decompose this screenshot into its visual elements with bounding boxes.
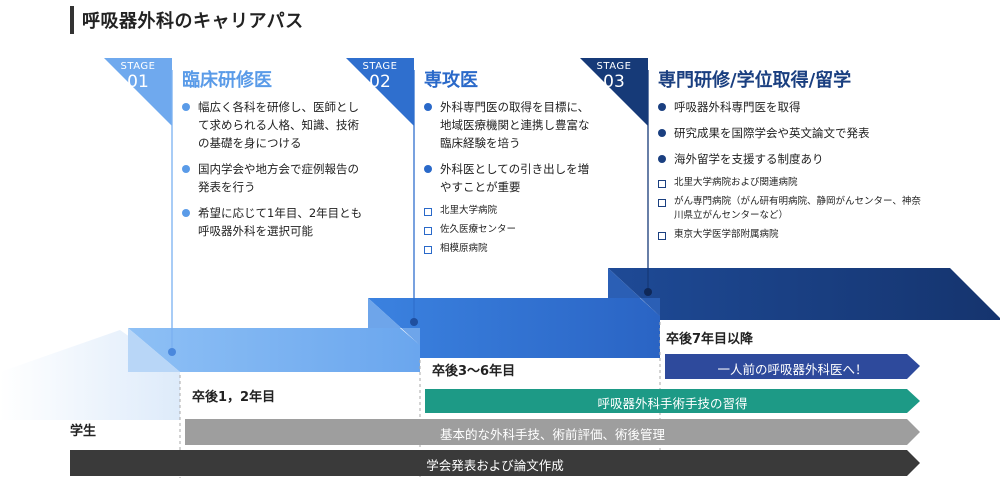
stage-1-triangle: [104, 58, 172, 126]
stage-3-name: 専門研修/学位取得/留学: [658, 70, 852, 91]
stage-1-item: 希望に応じて1年目、2年目とも呼吸器外科を選択可能: [180, 204, 368, 240]
arrow-1-label: 一人前の呼吸器外科医へ！: [717, 362, 868, 377]
stage-item-text: 外科医としての引き出しを増やすことが重要: [440, 162, 590, 194]
stage-3-item: 研究成果を国際学会や英文論文で発表: [656, 124, 926, 142]
stage-item-text: 北里大学病院および関連病院: [674, 177, 798, 188]
title-accent-bar: [70, 6, 74, 34]
stage-3-item: がん専門病院（がん研有明病院、静岡がんセンター、神奈川県立がんセンターなど）: [656, 195, 926, 223]
stage-3-badge: STAGE 03: [588, 62, 640, 91]
arrow-2-label: 呼吸器外科手術手技の習得: [597, 396, 748, 411]
step-2-top: [368, 298, 660, 358]
stage-3-badge-number: 03: [603, 72, 625, 92]
stage-2-item: 相模原病院: [422, 242, 600, 256]
stage-item-text: 研究成果を国際学会や英文論文で発表: [674, 126, 870, 140]
stage-1-item: 国内学会や地方会で症例報告の発表を行う: [180, 160, 368, 196]
period-3-label: 卒後7年目以降: [660, 326, 760, 349]
stage-item-text: 幅広く各科を研修し、医師として求められる人格、知識、技術の基礎を身につける: [198, 100, 359, 150]
stage-1-badge-label: STAGE: [120, 61, 156, 72]
stage-item-text: がん専門病院（がん研有明病院、静岡がんセンター、神奈川県立がんセンターなど）: [674, 196, 921, 221]
square-bullet-icon: [424, 208, 432, 216]
dot-bullet-icon: [424, 165, 432, 173]
dot-bullet-icon: [658, 103, 666, 111]
stage-item-text: 外科専門医の取得を目標に、地域医療機関と連携し豊富な臨床経験を培う: [440, 100, 590, 150]
stage-2-badge-number: 02: [369, 72, 391, 92]
stage-2-item: 外科専門医の取得を目標に、地域医療機関と連携し豊富な臨床経験を培う: [422, 98, 600, 152]
square-bullet-icon: [424, 246, 432, 254]
page-title: 呼吸器外科のキャリアパス: [82, 11, 304, 32]
dot-bullet-icon: [658, 155, 666, 163]
arrow-3-label: 基本的な外科手技、術前評価、術後管理: [439, 427, 665, 442]
stage-3-item: 呼吸器外科専門医を取得: [656, 98, 926, 116]
stage-3-items: 呼吸器外科専門医を取得研究成果を国際学会や英文論文で発表海外留学を支援する制度あ…: [656, 98, 926, 247]
step-1-side: [128, 328, 180, 372]
arrow-4-label: 学会発表および論文作成: [426, 458, 564, 473]
stage-1-items: 幅広く各科を研修し、医師として求められる人格、知識、技術の基礎を身につける国内学…: [180, 98, 368, 248]
arrow-bar-2: [425, 389, 920, 413]
stage-2-items: 外科専門医の取得を目標に、地域医療機関と連携し豊富な臨床経験を培う外科医としての…: [422, 98, 600, 261]
dot-bullet-icon: [182, 165, 190, 173]
dot-bullet-icon: [182, 209, 190, 217]
dot-bullet-icon: [182, 103, 190, 111]
square-bullet-icon: [658, 180, 666, 188]
arrow-bar-3: [185, 419, 920, 445]
stage-3-dot: [644, 288, 652, 296]
stage-2-dot: [410, 318, 418, 326]
stage-1-item: 幅広く各科を研修し、医師として求められる人格、知識、技術の基礎を身につける: [180, 98, 368, 152]
stage-1-badge-number: 01: [127, 72, 149, 92]
square-bullet-icon: [424, 227, 432, 235]
student-label: 学生: [70, 424, 97, 439]
period-1-label: 卒後1，2年目: [186, 384, 282, 407]
stage-item-text: 東京大学医学部附属病院: [674, 229, 779, 240]
stage-1-name: 臨床研修医: [182, 70, 272, 91]
stage-3-item: 北里大学病院および関連病院: [656, 176, 926, 190]
step-2-side: [368, 298, 420, 345]
stage-item-text: 国内学会や地方会で症例報告の発表を行う: [198, 162, 359, 194]
stage-2-triangle: [346, 58, 414, 126]
arrow-bar-1: [665, 354, 920, 379]
stage-1-dot: [168, 348, 176, 356]
stage-3-triangle: [580, 58, 648, 126]
step-3-top: [608, 268, 1000, 320]
stage-1-badge: STAGE 01: [112, 62, 164, 91]
stage-3-badge-label: STAGE: [596, 61, 632, 72]
stage-2-name: 専攻医: [424, 70, 478, 91]
stage-item-text: 希望に応じて1年目、2年目とも呼吸器外科を選択可能: [198, 206, 363, 238]
stage-item-text: 北里大学病院: [440, 205, 498, 216]
arrow-bar-4: [70, 450, 920, 476]
stage-item-text: 海外留学を支援する制度あり: [674, 152, 824, 166]
stage-item-text: 呼吸器外科専門医を取得: [674, 100, 801, 114]
square-bullet-icon: [658, 232, 666, 240]
stage-2-item: 北里大学病院: [422, 204, 600, 218]
stage-3-item: 東京大学医学部附属病院: [656, 228, 926, 242]
dot-bullet-icon: [424, 103, 432, 111]
period-2-label: 卒後3～6年目: [426, 358, 522, 381]
step-1-top: [128, 328, 420, 372]
dot-bullet-icon: [658, 129, 666, 137]
square-bullet-icon: [658, 199, 666, 207]
step-3-side: [608, 268, 660, 316]
stage-2-badge-label: STAGE: [362, 61, 398, 72]
stage-2-item: 佐久医療センター: [422, 223, 600, 237]
stage-item-text: 相模原病院: [440, 243, 488, 254]
stage-3-item: 海外留学を支援する制度あり: [656, 150, 926, 168]
stage-2-item: 外科医としての引き出しを増やすことが重要: [422, 160, 600, 196]
stage-item-text: 佐久医療センター: [440, 224, 517, 235]
stage-2-badge: STAGE 02: [354, 62, 406, 91]
